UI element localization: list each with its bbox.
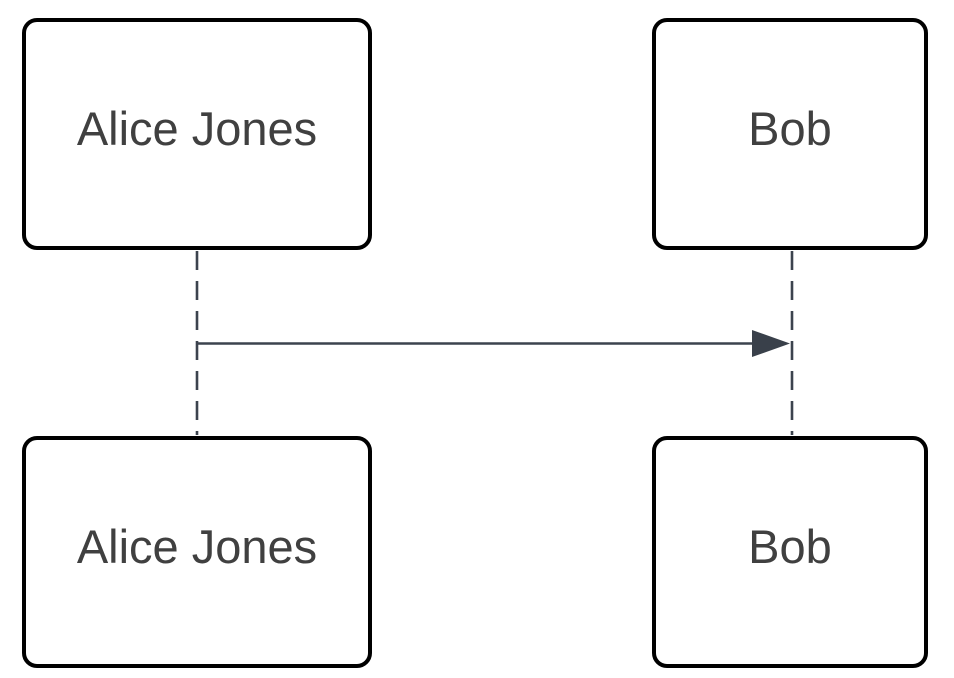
- actor-box-alice-bottom[interactable]: Alice Jones: [22, 436, 372, 668]
- actor-box-bob-bottom[interactable]: Bob: [652, 436, 928, 668]
- message-arrow-alice-to-bob[interactable]: [197, 330, 790, 357]
- message-arrowhead: [752, 330, 790, 357]
- actor-label-bob-bottom: Bob: [748, 519, 832, 573]
- actor-box-bob-top[interactable]: Bob: [652, 18, 928, 250]
- actor-label-alice-top: Alice Jones: [76, 101, 318, 155]
- actor-label-alice-bottom: Alice Jones: [76, 519, 318, 573]
- actor-label-bob-top: Bob: [748, 101, 832, 155]
- actor-box-alice-top[interactable]: Alice Jones: [22, 18, 372, 250]
